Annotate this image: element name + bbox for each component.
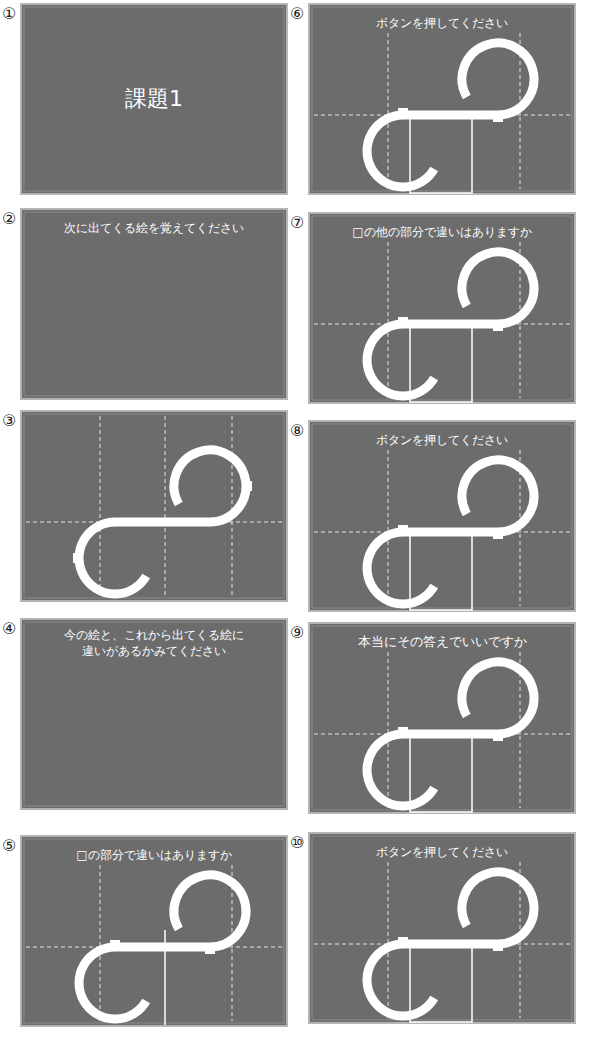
screen-panel: 本当にその答えでいいですか: [308, 622, 576, 814]
callout-number: ⑧: [290, 423, 304, 439]
callout-number: ④: [2, 621, 16, 637]
screen-message: 次に出てくる絵を覚えてください: [64, 220, 244, 236]
screen-message: 課題1: [125, 84, 183, 114]
callout-number: ③: [2, 413, 16, 429]
screen-panel: 今の絵と、これから出てくる絵に違いがあるかみてください: [20, 618, 288, 810]
screen-panel: ボタンを押してください: [308, 832, 576, 1024]
screen-message: ボタンを押してください: [376, 15, 508, 31]
screen-message: 本当にその答えでいいですか: [358, 633, 527, 651]
screen-message: ボタンを押してください: [376, 432, 508, 448]
screen-message: ボタンを押してください: [376, 844, 508, 860]
screen-panel: 課題1: [20, 3, 288, 195]
screen-panel: □の他の部分で違いはありますか: [308, 212, 576, 404]
screen-panel: □の部分で違いはありますか: [20, 835, 288, 1027]
callout-number: ⑨: [290, 625, 304, 641]
callout-number: ①: [2, 6, 16, 22]
callout-number: ⑥: [290, 6, 304, 22]
screen-panel: ボタンを押してください: [308, 420, 576, 612]
screen-panel: ボタンを押してください: [308, 3, 576, 195]
callout-number: ⑦: [290, 215, 304, 231]
callout-number: ⑩: [290, 835, 304, 851]
screen-message: □の他の部分で違いはありますか: [352, 224, 531, 240]
callout-number: ⑤: [2, 838, 16, 854]
callout-number: ②: [2, 211, 16, 227]
screen-message: □の部分で違いはありますか: [76, 847, 231, 863]
screen-message: 今の絵と、これから出てくる絵に違いがあるかみてください: [61, 627, 247, 659]
screen-panel: 次に出てくる絵を覚えてください: [20, 208, 288, 400]
